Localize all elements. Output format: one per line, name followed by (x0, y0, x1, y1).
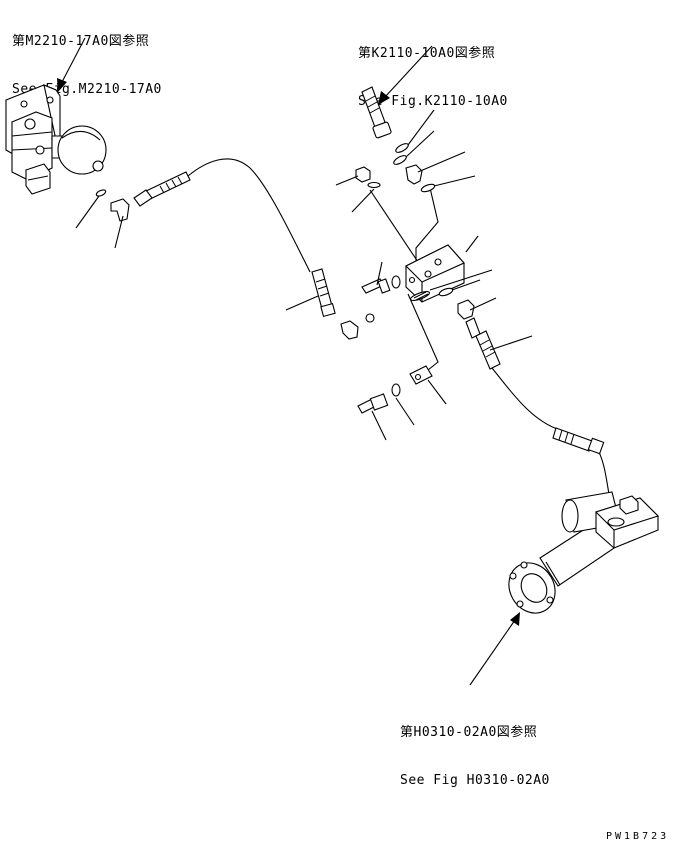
left-small-fittings (76, 189, 129, 248)
hose-fitting-left (134, 172, 190, 206)
hydraulic-cylinder (500, 492, 658, 622)
valve-bracket-assembly (6, 85, 106, 194)
manifold-fasteners (336, 167, 492, 302)
reference-bottom-en: See Fig H0310-02A0 (400, 773, 550, 788)
reference-arrow-top-left (57, 38, 85, 92)
reference-top-right-jp: 第K2110-10A0図参照 (358, 46, 496, 61)
bolts-top-right (362, 87, 475, 193)
manifold-block (406, 236, 478, 302)
reference-top-left: 第M2210-17A0図参照 See Fig.M2210-17A0 (12, 2, 162, 130)
reference-arrow-top-right (378, 46, 432, 105)
reference-top-right: 第K2110-10A0図参照 See Fig.K2110-10A0 (358, 14, 508, 142)
reference-bottom: 第H0310-02A0図参照 See Fig H0310-02A0 (400, 693, 550, 821)
lower-center-fittings (358, 366, 446, 440)
right-hose-assembly (458, 298, 604, 454)
drawing-code: PW1B723 (606, 831, 670, 842)
reference-bottom-jp: 第H0310-02A0図参照 (400, 725, 538, 740)
hose-lines (188, 159, 610, 500)
hose-fitting-middle (286, 269, 374, 339)
reference-top-left-jp: 第M2210-17A0図参照 (12, 34, 150, 49)
reference-arrow-bottom (470, 612, 520, 685)
